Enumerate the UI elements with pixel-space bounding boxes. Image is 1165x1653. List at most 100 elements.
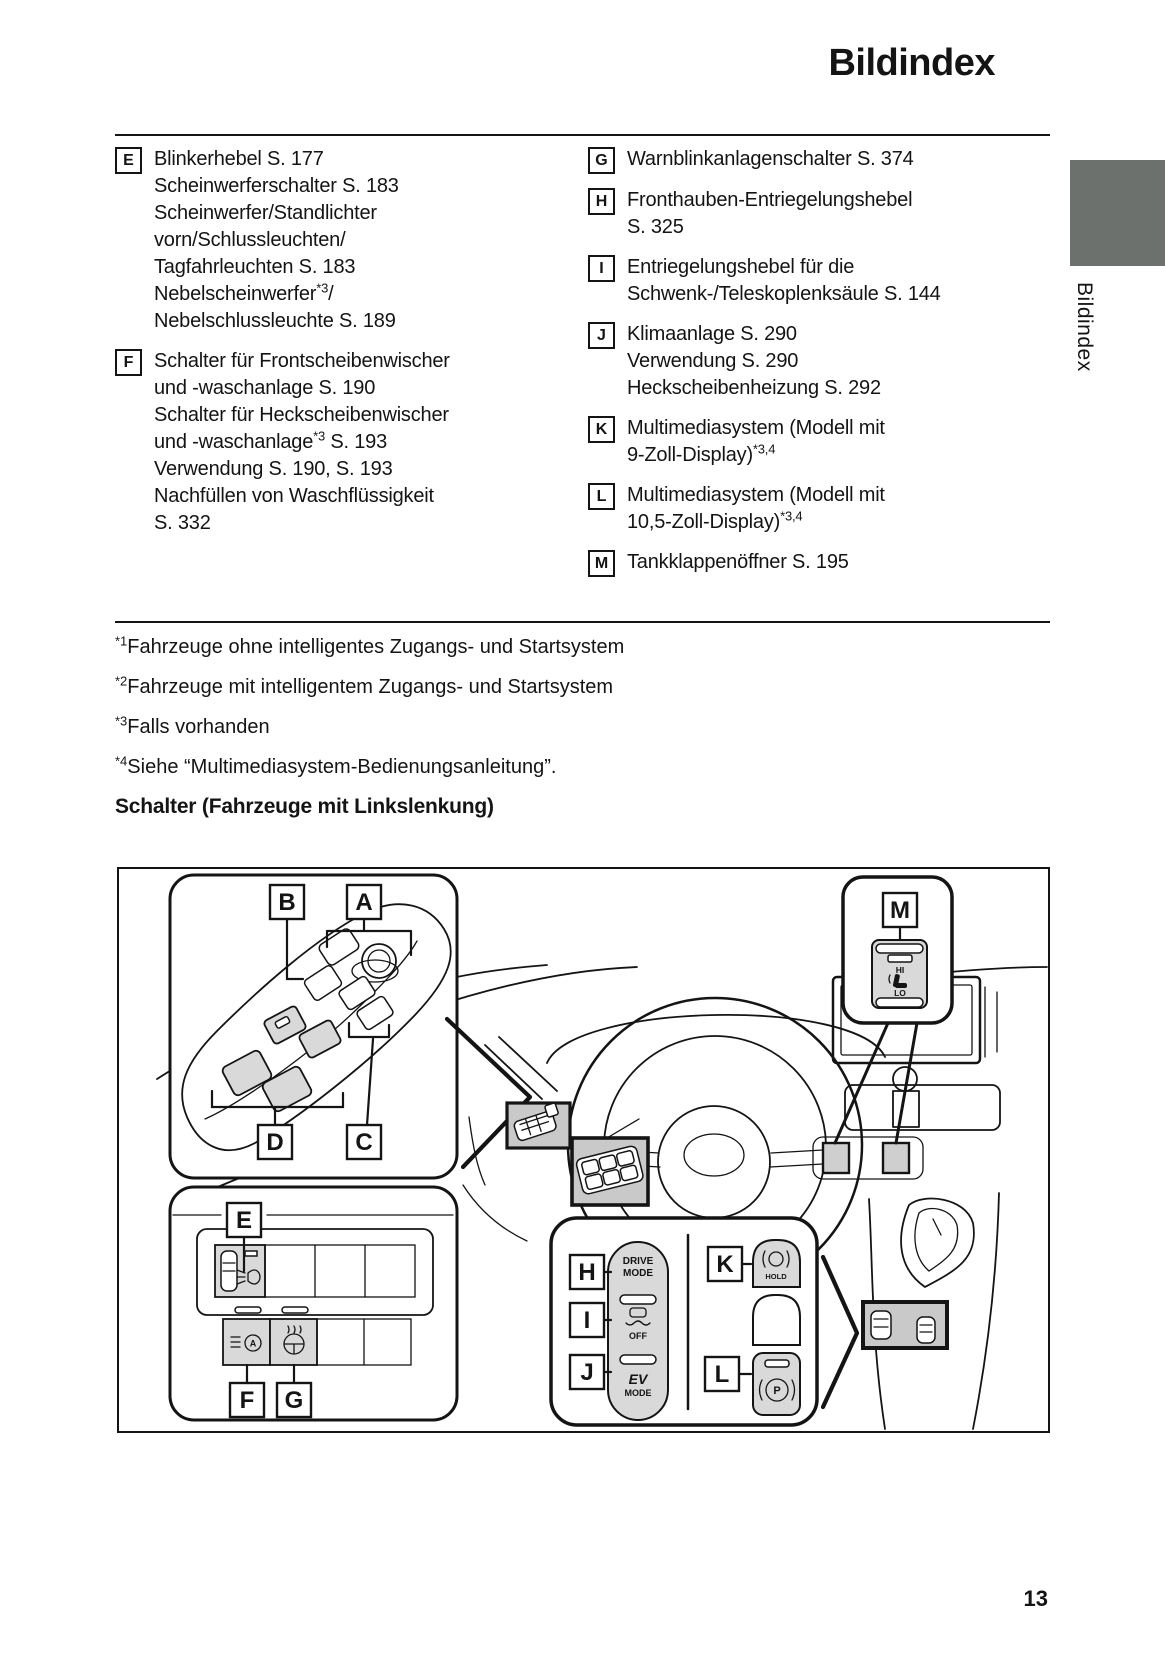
- index-item-text: Warnblinkanlagenschalter S. 374: [627, 146, 914, 173]
- index-line: und -waschanlage*3 S. 193: [154, 428, 388, 453]
- index-line: Heckscheibenheizung S. 292: [627, 377, 881, 399]
- index-line: und -waschanlage S. 190: [154, 377, 376, 399]
- callout-e: E: [236, 1207, 252, 1234]
- superscript: *4: [115, 753, 128, 769]
- blank-switch: [752, 1294, 801, 1346]
- footnotes: *1Fahrzeuge ohne intelligentes Zugangs- …: [115, 634, 1050, 794]
- index-line: Nebelscheinwerfer*3/: [154, 280, 334, 305]
- index-line: Warnblinkanlagenschalter S. 374: [627, 148, 914, 170]
- inset-door-switches: B A D C: [168, 873, 459, 1180]
- drive-mode-label-1: DRIVE: [623, 1256, 654, 1267]
- index-line: Tagfahrleuchten S. 183: [154, 256, 356, 278]
- index-line: Schwenk-/Teleskoplenksäule S. 144: [627, 283, 941, 305]
- shifter-console: [820, 1192, 1000, 1430]
- superscript: *3: [115, 713, 128, 729]
- callout-m: M: [890, 897, 910, 924]
- index-line: Entriegelungshebel für die: [627, 256, 855, 278]
- page-number: 13: [1023, 1586, 1048, 1611]
- ev-label: EV: [629, 1371, 649, 1387]
- callout-g: G: [285, 1387, 304, 1414]
- seat-heater-hi-label: HI: [896, 965, 905, 975]
- index-item-g: G Warnblinkanlagenschalter S. 374: [588, 146, 1050, 174]
- index-item-m: M Tankklappenöffner S. 195: [588, 549, 1050, 577]
- drive-mode-button-stack: [607, 1241, 669, 1421]
- index-line: 10,5-Zoll-Display)*3,4: [627, 508, 803, 533]
- superscript: *3: [316, 280, 329, 296]
- auto-headlight-switch: [222, 1318, 271, 1366]
- ev-mode-label: MODE: [625, 1388, 652, 1398]
- window-switches: [221, 1005, 342, 1113]
- index-line: 9-Zoll-Display)*3,4: [627, 441, 776, 466]
- superscript: *2: [115, 673, 128, 689]
- index-line: S. 332: [154, 512, 211, 534]
- footnote: *2Fahrzeuge mit intelligentem Zugangs- u…: [115, 673, 614, 698]
- callout-box-c: [345, 1123, 383, 1161]
- seat-heater-lo-label: LO: [894, 988, 906, 998]
- callout-h: H: [578, 1259, 595, 1286]
- index-letter-f: F: [115, 349, 142, 376]
- callout-k: K: [716, 1251, 734, 1278]
- footnote: *3Falls vorhanden: [115, 713, 270, 738]
- index-line: Multimediasystem (Modell mit: [627, 417, 885, 439]
- svg-text:A: A: [250, 1339, 257, 1349]
- switch-location-thumbnails: [444, 1016, 650, 1207]
- callout-b: B: [278, 889, 295, 916]
- index-letter-g: G: [588, 147, 615, 174]
- callout-box-h: [568, 1253, 606, 1291]
- callout-c: C: [355, 1129, 372, 1156]
- index-line: Multimediasystem (Modell mit: [627, 484, 885, 506]
- superscript: *3,4: [780, 508, 803, 524]
- callout-box-a: [345, 883, 383, 921]
- inset-seat-heater: M HI LO: [833, 875, 954, 1145]
- index-line: Verwendung S. 190, S. 193: [154, 458, 393, 480]
- switch-panel-upper: [196, 1228, 434, 1316]
- index-line: Verwendung S. 290: [627, 350, 799, 372]
- index-line: Nebelschlussleuchte S. 189: [154, 310, 396, 332]
- index-letter-m: M: [588, 550, 615, 577]
- brake-hold-icon: [762, 1250, 790, 1268]
- callout-box-e: [225, 1201, 263, 1239]
- index-line: Tankklappenöffner S. 195: [627, 551, 849, 573]
- svg-text:P: P: [773, 1385, 780, 1397]
- callout-a: A: [355, 889, 372, 916]
- parking-brake-button: [752, 1352, 801, 1416]
- traction-control-off-icon: [625, 1307, 651, 1326]
- superscript: *1: [115, 633, 128, 649]
- seat-heater-switch: [871, 939, 928, 1009]
- index-letter-e: E: [115, 147, 142, 174]
- index-line: Schalter für Heckscheibenwischer: [154, 404, 449, 426]
- chapter-tab-label: Bildindex: [1073, 282, 1096, 372]
- footnote-rule: [115, 621, 1050, 623]
- callout-box-m: [881, 891, 919, 929]
- index-line: Scheinwerfer/Standlichter: [154, 202, 377, 224]
- drive-mode-label-2: MODE: [623, 1268, 653, 1279]
- index-letter-j: J: [588, 322, 615, 349]
- callout-l: L: [715, 1361, 730, 1388]
- parking-brake-icon: P: [758, 1378, 796, 1402]
- index-letter-k: K: [588, 416, 615, 443]
- superscript: *3: [313, 428, 326, 444]
- footnote: *4Siehe “Multimediasystem-Bedienungsanle…: [115, 753, 557, 778]
- index-letter-i: I: [588, 255, 615, 282]
- index-line: Blinkerhebel S. 177: [154, 148, 324, 170]
- headlight-leveling-icon: [236, 1269, 261, 1285]
- traction-off-label: OFF: [629, 1331, 647, 1341]
- footnote: *1Fahrzeuge ohne intelligentes Zugangs- …: [115, 633, 625, 658]
- callout-box-k: [706, 1245, 744, 1283]
- index-line: S. 325: [627, 216, 684, 238]
- callout-box-b: [268, 883, 306, 921]
- header-rule: [115, 134, 1050, 136]
- index-line: Scheinwerferschalter S. 183: [154, 175, 399, 197]
- mirror-select-switch: [318, 928, 360, 966]
